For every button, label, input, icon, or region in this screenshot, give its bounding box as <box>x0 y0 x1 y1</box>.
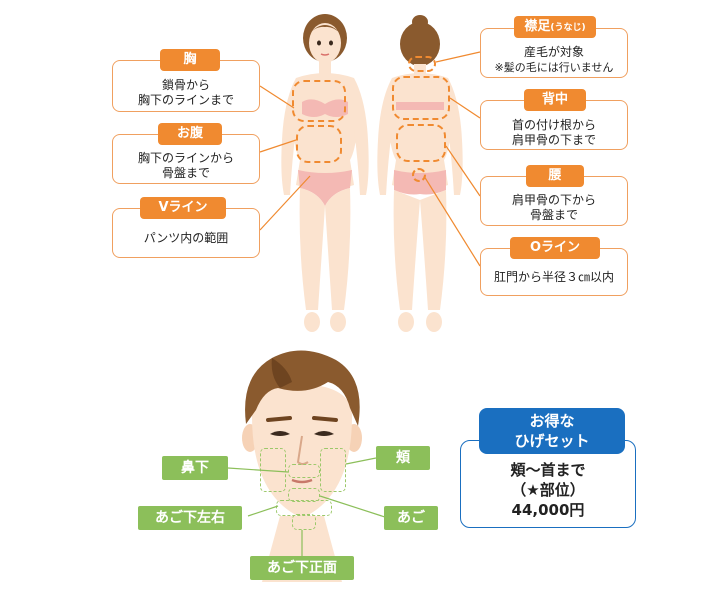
chest-card: 鎖骨から 胸下のラインまで <box>112 60 260 112</box>
back-tag: 背中 <box>524 89 586 111</box>
female-front-figure <box>281 14 369 332</box>
chin-tag: あご <box>384 506 438 530</box>
nape-zone <box>408 56 436 72</box>
oline-zone <box>412 168 426 182</box>
waist-desc2: 骨盤まで <box>529 208 578 222</box>
under-nose-zone <box>288 464 320 478</box>
offer-price: 44,000円 <box>511 501 585 519</box>
oline-desc1: 肛門から半径３㎝以内 <box>493 270 614 284</box>
waist-desc1: 肩甲骨の下から <box>511 193 596 207</box>
nape-tag-small: (うなじ) <box>550 23 586 33</box>
chin-zone <box>288 488 320 502</box>
nape-card: 産毛が対象 ※髪の毛には行いません <box>480 28 628 78</box>
nape-tag: 襟足(うなじ) <box>514 16 596 38</box>
chin-sides-tag: あご下左右 <box>138 506 242 530</box>
vline-tag: Vライン <box>140 197 226 219</box>
waist-tag: 腰 <box>526 165 584 187</box>
offer-heading: お得な ひげセット <box>479 408 625 454</box>
belly-zone <box>296 125 342 163</box>
chin-front-tag: あご下正面 <box>250 556 354 580</box>
chest-desc1: 鎖骨から <box>161 78 210 92</box>
belly-tag: お腹 <box>158 123 222 145</box>
vline-desc1: パンツ内の範囲 <box>143 231 229 245</box>
offer-line2: （★部位） <box>511 481 585 499</box>
waist-zone <box>396 124 446 162</box>
back-desc2: 肩甲骨の下まで <box>511 133 596 147</box>
chest-desc2: 胸下のラインまで <box>137 93 234 107</box>
nape-desc2: ※髪の毛には行いません <box>494 61 614 74</box>
offer-heading2: ひげセット <box>514 432 590 450</box>
cheek-zone-right <box>320 448 346 492</box>
chin-front-zone <box>292 514 316 530</box>
under-nose-tag: 鼻下 <box>162 456 228 480</box>
waist-card: 肩甲骨の下から 骨盤まで <box>480 176 628 226</box>
male-face-illustration <box>242 350 362 582</box>
oline-tag: Oライン <box>510 237 600 259</box>
offer-line1: 頬～首まで <box>510 461 586 479</box>
belly-desc2: 骨盤まで <box>161 166 210 180</box>
nape-tag-title: 襟足 <box>524 19 551 34</box>
back-desc1: 首の付け根から <box>511 118 596 132</box>
cheek-tag: 頬 <box>376 446 430 470</box>
nape-desc1: 産毛が対象 <box>523 45 584 59</box>
chest-tag: 胸 <box>160 49 220 71</box>
chin-sides-zone <box>276 500 332 516</box>
belly-desc1: 胸下のラインから <box>137 151 234 165</box>
chest-zone <box>292 80 346 122</box>
offer-heading1: お得な <box>529 412 575 430</box>
back-zone <box>392 76 450 120</box>
